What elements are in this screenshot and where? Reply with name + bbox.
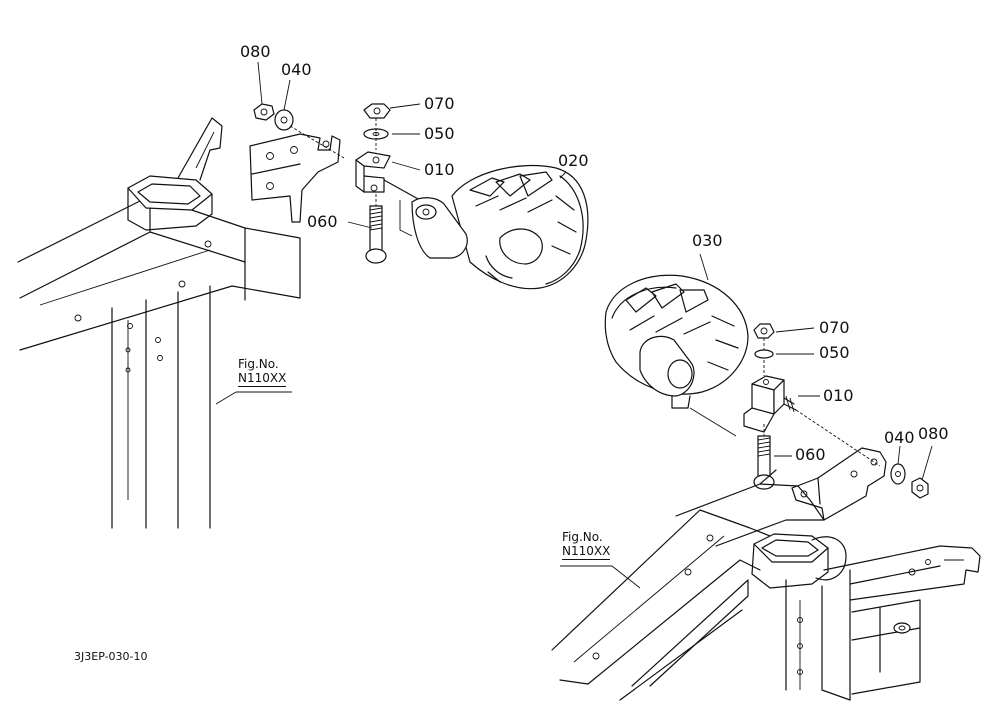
callout-lower-lamp: 030 xyxy=(692,231,723,250)
lower-work-lamp xyxy=(604,274,749,437)
callout-lower-bracket: 010 xyxy=(823,386,854,405)
callout-right-washer: 040 xyxy=(884,428,915,447)
figure-ref-right-code: N110XX xyxy=(562,544,611,560)
figure-ref-right: Fig.No. N110XX xyxy=(562,530,611,560)
figure-ref-left-label: Fig.No. xyxy=(238,357,279,371)
figure-ref-right-label: Fig.No. xyxy=(562,530,603,544)
upper-work-lamp xyxy=(399,164,589,290)
right-frame xyxy=(551,447,981,701)
figure-ref-left: Fig.No. N110XX xyxy=(238,357,287,387)
left-frame xyxy=(17,117,341,529)
callout-upper-washer: 050 xyxy=(424,124,455,143)
callout-right-nut: 080 xyxy=(918,424,949,443)
callout-upper-bolt: 060 xyxy=(307,212,338,231)
callout-upper-nut: 070 xyxy=(424,94,455,113)
leader-lines xyxy=(215,61,933,589)
lower-fastener-stack xyxy=(743,323,797,490)
callout-upper-bracket: 010 xyxy=(424,160,455,179)
callout-left-nut: 080 xyxy=(240,42,271,61)
callout-lower-nut: 070 xyxy=(819,318,850,337)
callout-lower-washer: 050 xyxy=(819,343,850,362)
callout-lower-bolt: 060 xyxy=(795,445,826,464)
figure-ref-left-code: N110XX xyxy=(238,371,287,387)
left-nut-washer xyxy=(253,103,345,159)
upper-fastener-stack xyxy=(355,103,421,264)
callout-left-washer: 040 xyxy=(281,60,312,79)
drawing-id: 3J3EP-030-10 xyxy=(74,650,148,663)
callout-upper-lamp: 020 xyxy=(558,151,589,170)
